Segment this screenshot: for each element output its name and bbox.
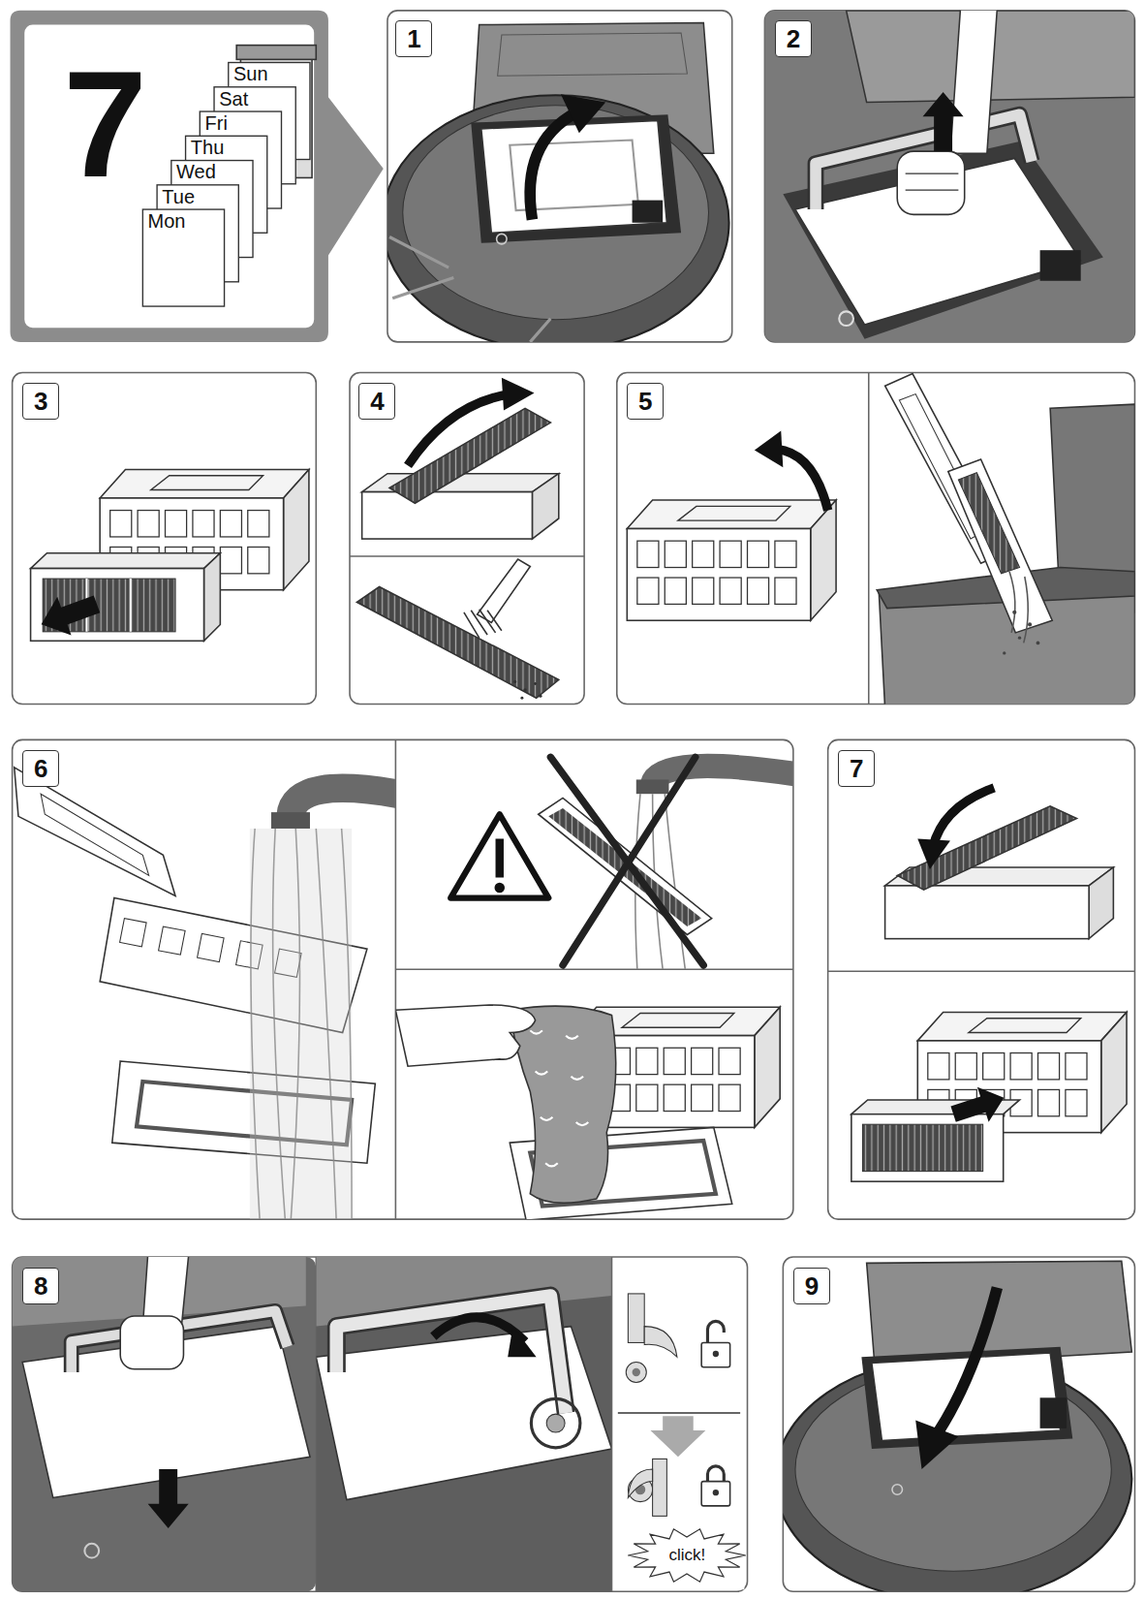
- weekday-label: Fri: [205, 113, 228, 133]
- step-number: 4: [358, 382, 396, 420]
- step-number: 7: [837, 749, 875, 787]
- click-burst: click!: [626, 1526, 747, 1583]
- click-text: click!: [668, 1546, 706, 1563]
- step-number: 5: [626, 382, 664, 420]
- step-number: 3: [22, 382, 60, 420]
- callout-number: 9: [804, 1272, 819, 1299]
- callout-number: 5: [638, 388, 652, 414]
- step-number: 9: [793, 1267, 831, 1304]
- callout-number: 1: [406, 26, 421, 52]
- weekday-label: Wed: [176, 161, 217, 182]
- day-count: 7: [62, 49, 148, 201]
- step-number: 8: [22, 1267, 60, 1304]
- step-number: 2: [774, 20, 812, 58]
- callout-number: 6: [33, 755, 48, 781]
- callout-number: 4: [370, 388, 384, 414]
- step-number: 1: [395, 20, 433, 58]
- callout-number: 2: [786, 26, 801, 52]
- callout-number: 8: [33, 1272, 48, 1299]
- weekday-label: Sat: [218, 89, 248, 109]
- weekday-label: Sun: [233, 63, 269, 84]
- weekday-label: Tue: [161, 186, 195, 207]
- weekday-label: Thu: [190, 137, 224, 157]
- callout-number: 7: [849, 755, 864, 781]
- step-number: 6: [22, 749, 60, 787]
- callout-number: 3: [33, 388, 48, 414]
- starburst-outline: [628, 1527, 747, 1580]
- weekday-label: Mon: [148, 211, 186, 231]
